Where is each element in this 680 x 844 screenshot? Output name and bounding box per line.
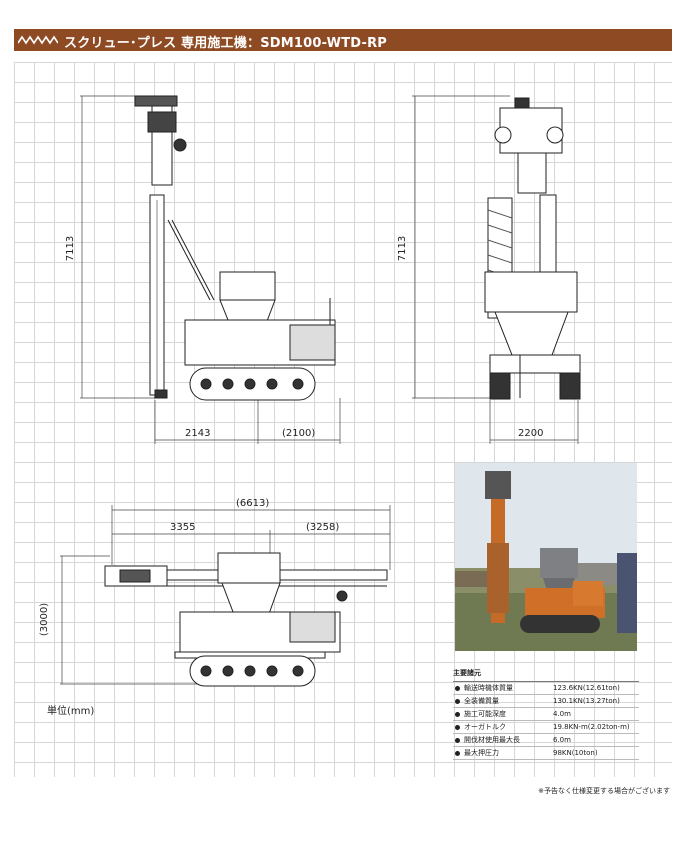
page-title: スクリュー･プレス 専用施工機：SDM100-WTD-RP <box>64 36 388 51</box>
spec-value: 6.0m <box>551 733 639 747</box>
spec-value: 4.0m <box>551 707 639 721</box>
spec-label: 施工可能深度 <box>464 710 506 718</box>
spec-value: 130.1KN(13.27ton) <box>551 694 639 708</box>
front-view-machine <box>484 97 581 400</box>
spec-label: 開伐材使用最大長 <box>464 736 520 744</box>
spec-row: 輸送時機体質量 123.6KN(12.61ton) <box>453 681 639 695</box>
spec-row: 最大押圧力 98KN(10ton) <box>453 746 639 760</box>
side-front-label: 2143 <box>185 428 211 439</box>
transport-view-machine <box>104 552 388 687</box>
bullet-icon <box>455 737 460 743</box>
trans-height-label: (3000) <box>39 602 51 637</box>
spec-value: 98KN(10ton) <box>551 746 639 760</box>
bullet-icon <box>455 750 460 756</box>
spec-value: 123.6KN(12.61ton) <box>551 681 639 695</box>
grid-background <box>14 62 672 777</box>
side-view-machine <box>134 95 336 401</box>
spec-value: 19.8KN-m(2.02ton-m) <box>551 720 639 734</box>
spec-row: 全装備質量 130.1KN(13.27ton) <box>453 694 639 708</box>
trans-front-label: 3355 <box>170 522 196 533</box>
footnote: ※予告なく仕様変更する場合がございます <box>538 787 670 795</box>
side-height-label: 7113 <box>65 235 77 262</box>
trans-total-label: (6613) <box>236 498 270 509</box>
spec-row: 開伐材使用最大長 6.0m <box>453 733 639 747</box>
spec-row: オーガトルク 19.8KN-m(2.02ton-m) <box>453 720 639 734</box>
front-width-label: 2200 <box>518 428 544 439</box>
spec-label: オーガトルク <box>464 723 506 731</box>
front-height-label: 7113 <box>397 235 409 262</box>
bullet-icon <box>455 685 460 691</box>
spec-label: 輸送時機体質量 <box>464 684 513 692</box>
bullet-icon <box>455 698 460 704</box>
spec-table: 主要諸元 輸送時機体質量 123.6KN(12.61ton) 全装備質量 130.1… <box>453 668 639 760</box>
trans-rear-label: (3258) <box>306 522 340 533</box>
side-rear-label: (2100) <box>282 428 316 439</box>
section-header: スクリュー･プレス 専用施工機：SDM100-WTD-RP <box>14 29 672 51</box>
bullet-icon <box>455 724 460 730</box>
spec-label: 最大押圧力 <box>464 749 499 757</box>
bullet-icon <box>455 711 460 717</box>
spec-heading: 主要諸元 <box>453 669 481 677</box>
zigzag-ornament <box>18 35 58 45</box>
unit-label: 単位(mm) <box>47 706 95 717</box>
spec-label: 全装備質量 <box>464 697 499 705</box>
machine-photo <box>455 463 637 651</box>
spec-row: 施工可能深度 4.0m <box>453 707 639 721</box>
